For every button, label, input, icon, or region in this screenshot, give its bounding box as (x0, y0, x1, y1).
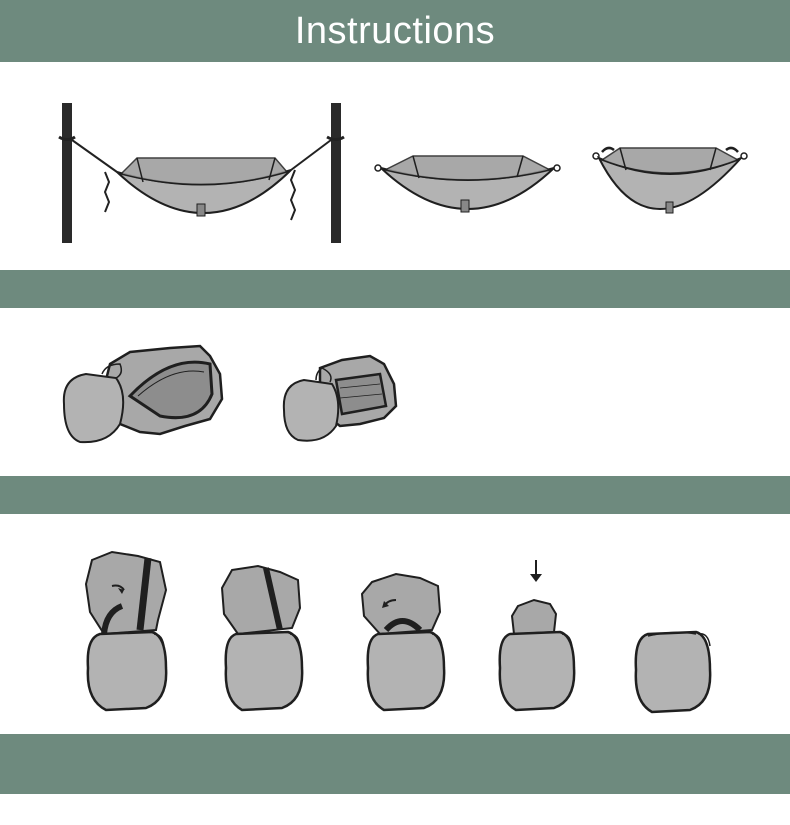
pack-step-2 (220, 564, 304, 712)
hammock-hung-between-trees (58, 103, 345, 243)
section-hang-hammock (0, 62, 790, 270)
pack-step-4 (498, 560, 576, 712)
pack-step-1 (84, 550, 168, 712)
section-divider-band (0, 734, 790, 794)
hammock-bundle-large (62, 344, 224, 444)
page-title: Instructions (294, 9, 496, 52)
hammock-mesh-flipped (592, 146, 748, 214)
pack-step-3 (360, 572, 446, 712)
hammock-detached (374, 155, 561, 213)
pack-step-5 (634, 630, 712, 714)
section-pack-away (0, 514, 790, 734)
hammock-bundle-small (282, 354, 398, 442)
section-divider-band (0, 476, 790, 514)
section-stuff-into-pouch (0, 308, 790, 476)
header-band: Instructions (0, 0, 790, 62)
section-divider-band (0, 270, 790, 308)
